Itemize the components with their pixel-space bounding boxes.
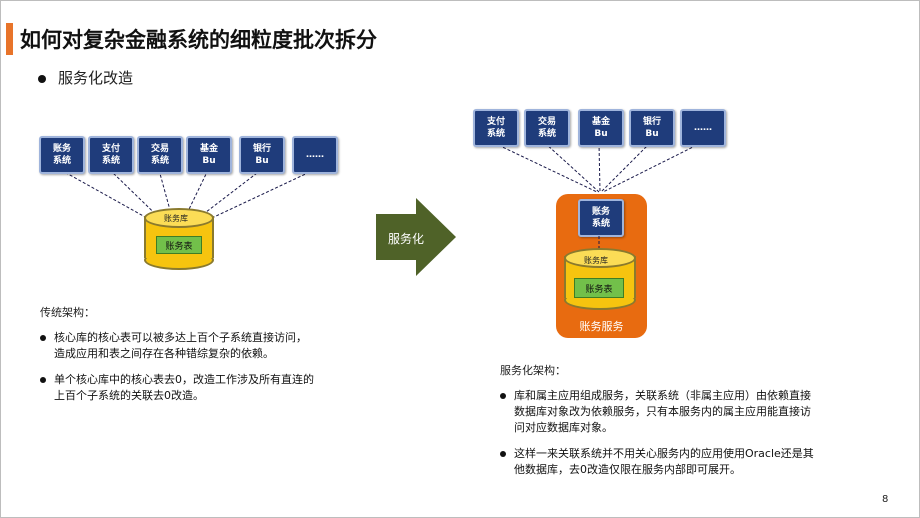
right-db-label: 账务库 [584,256,608,265]
right-database: 账务库 账务表 [564,248,636,310]
service-label: 账务服务 [579,320,624,333]
right-line-1 [493,142,598,193]
service-arch-heading: 服务化架构： [500,364,566,377]
left-db-table: 账务表 [156,236,202,254]
title-accent-bar [6,23,13,55]
right-line-2 [544,142,600,193]
left-system-box-1: 账务 系统 [39,136,85,174]
transition-label: 服务化 [388,232,425,246]
left-system-box-6: …… [292,136,338,174]
service-arch-points: 库和属主应用组成服务，关联系统（非属主应用）由依赖直接 数据库对象改为依赖服务，… [500,388,860,488]
right-line-3 [598,142,601,193]
right-system-box-4: 银行 Bu [629,109,675,147]
left-db-top [144,208,214,228]
right-system-box-5: …… [680,109,726,147]
left-system-box-5: 银行 Bu [239,136,285,174]
left-system-box-4: 基金 Bu [186,136,232,174]
right-line-5 [602,142,702,193]
left-system-box-2: 支付 系统 [88,136,134,174]
right-line-4 [600,142,651,193]
left-system-box-3: 交易 系统 [137,136,183,174]
right-system-box-3: 基金 Bu [578,109,624,147]
traditional-heading: 传统架构： [40,306,95,319]
traditional-point-1: 核心库的核心表可以被多达上百个子系统直接访问， 造成应用和表之间存在各种错综复杂… [40,330,350,362]
right-db-table: 账务表 [574,278,624,298]
traditional-points: 核心库的核心表可以被多达上百个子系统直接访问， 造成应用和表之间存在各种错综复杂… [40,330,350,414]
left-database: 账务库 账务表 [144,208,214,270]
slide-title: 如何对复杂金融系统的细粒度批次拆分 [20,28,377,52]
service-arch-point-1: 库和属主应用组成服务，关联系统（非属主应用）由依赖直接 数据库对象改为依赖服务，… [500,388,860,436]
bullet-dot-icon [38,74,46,83]
bullet-heading: 服务化改造 [38,67,133,88]
right-system-box-1: 支付 系统 [473,109,519,147]
transition-arrow [376,198,456,276]
bullet-heading-text: 服务化改造 [58,69,134,87]
page-number: 8 [882,494,889,505]
service-arch-point-2: 这样一来关联系统并不用关心服务内的应用使用Oracle还是其 他数据库，去0改造… [500,446,860,478]
traditional-point-2: 单个核心库中的核心表去0，改造工作涉及所有直连的 上百个子系统的关联去0改造。 [40,372,350,404]
right-db-top [564,248,636,268]
left-db-label: 账务库 [164,214,188,223]
service-system-box: 账务 系统 [578,199,624,237]
left-line-3 [158,169,177,233]
right-system-box-2: 交易 系统 [524,109,570,147]
